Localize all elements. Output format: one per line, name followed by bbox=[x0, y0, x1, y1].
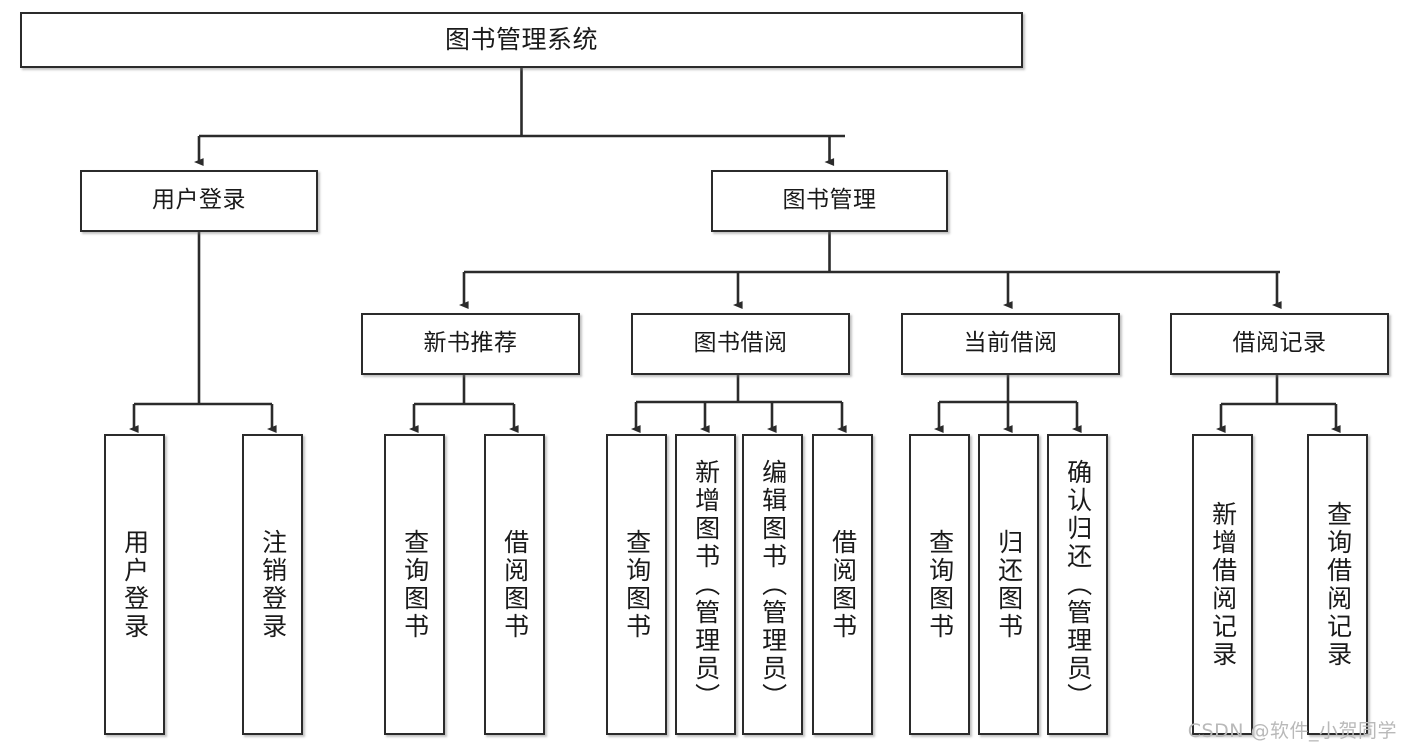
node-label: 确认归还（管理员） bbox=[1063, 458, 1093, 711]
node-leaf-add-book[interactable]: 新增图书（管理员） bbox=[675, 434, 736, 735]
node-label: 新书推荐 bbox=[423, 330, 518, 357]
node-root-system[interactable]: 图书管理系统 bbox=[20, 12, 1023, 68]
node-label: 归还图书 bbox=[994, 528, 1024, 641]
node-borrow-record[interactable]: 借阅记录 bbox=[1170, 313, 1389, 375]
node-label: 图书借阅 bbox=[693, 330, 788, 357]
node-leaf-return-book[interactable]: 归还图书 bbox=[978, 434, 1039, 735]
node-label: 查询图书 bbox=[925, 528, 955, 641]
node-label: 当前借阅 bbox=[963, 330, 1058, 357]
node-label: 查询借阅记录 bbox=[1323, 500, 1353, 669]
node-book-borrow[interactable]: 图书借阅 bbox=[631, 313, 850, 375]
node-current-borrow[interactable]: 当前借阅 bbox=[901, 313, 1120, 375]
node-label: 新增借阅记录 bbox=[1208, 500, 1238, 669]
node-book-management[interactable]: 图书管理 bbox=[711, 170, 948, 232]
node-label: 用户登录 bbox=[152, 187, 246, 214]
node-leaf-logout[interactable]: 注销登录 bbox=[242, 434, 303, 735]
node-label: 借阅图书 bbox=[500, 528, 530, 641]
node-leaf-user-login[interactable]: 用户登录 bbox=[104, 434, 165, 735]
node-label: 注销登录 bbox=[258, 528, 288, 641]
node-leaf-query-book-recommend[interactable]: 查询图书 bbox=[384, 434, 445, 735]
node-label: 查询图书 bbox=[400, 528, 430, 641]
node-label: 用户登录 bbox=[120, 528, 150, 641]
node-leaf-query-book-borrow[interactable]: 查询图书 bbox=[606, 434, 667, 735]
node-label: 图书管理 bbox=[782, 187, 877, 214]
node-label: 新增图书（管理员） bbox=[691, 458, 721, 711]
node-label: 查询图书 bbox=[622, 528, 652, 641]
node-label: 图书管理系统 bbox=[444, 25, 598, 55]
node-leaf-borrow-book-recommend[interactable]: 借阅图书 bbox=[484, 434, 545, 735]
node-leaf-query-book-current[interactable]: 查询图书 bbox=[909, 434, 970, 735]
node-user-login[interactable]: 用户登录 bbox=[80, 170, 318, 232]
node-leaf-add-borrow-record[interactable]: 新增借阅记录 bbox=[1192, 434, 1253, 735]
node-leaf-borrow-book[interactable]: 借阅图书 bbox=[812, 434, 873, 735]
node-label: 借阅记录 bbox=[1232, 330, 1327, 357]
watermark-text: CSDN @软件_小贺同学 bbox=[1187, 720, 1397, 742]
node-new-book-recommend[interactable]: 新书推荐 bbox=[361, 313, 580, 375]
node-label: 编辑图书（管理员） bbox=[758, 458, 788, 711]
node-leaf-confirm-return[interactable]: 确认归还（管理员） bbox=[1047, 434, 1108, 735]
node-label: 借阅图书 bbox=[828, 528, 858, 641]
node-leaf-query-borrow-record[interactable]: 查询借阅记录 bbox=[1307, 434, 1368, 735]
node-leaf-edit-book[interactable]: 编辑图书（管理员） bbox=[742, 434, 803, 735]
